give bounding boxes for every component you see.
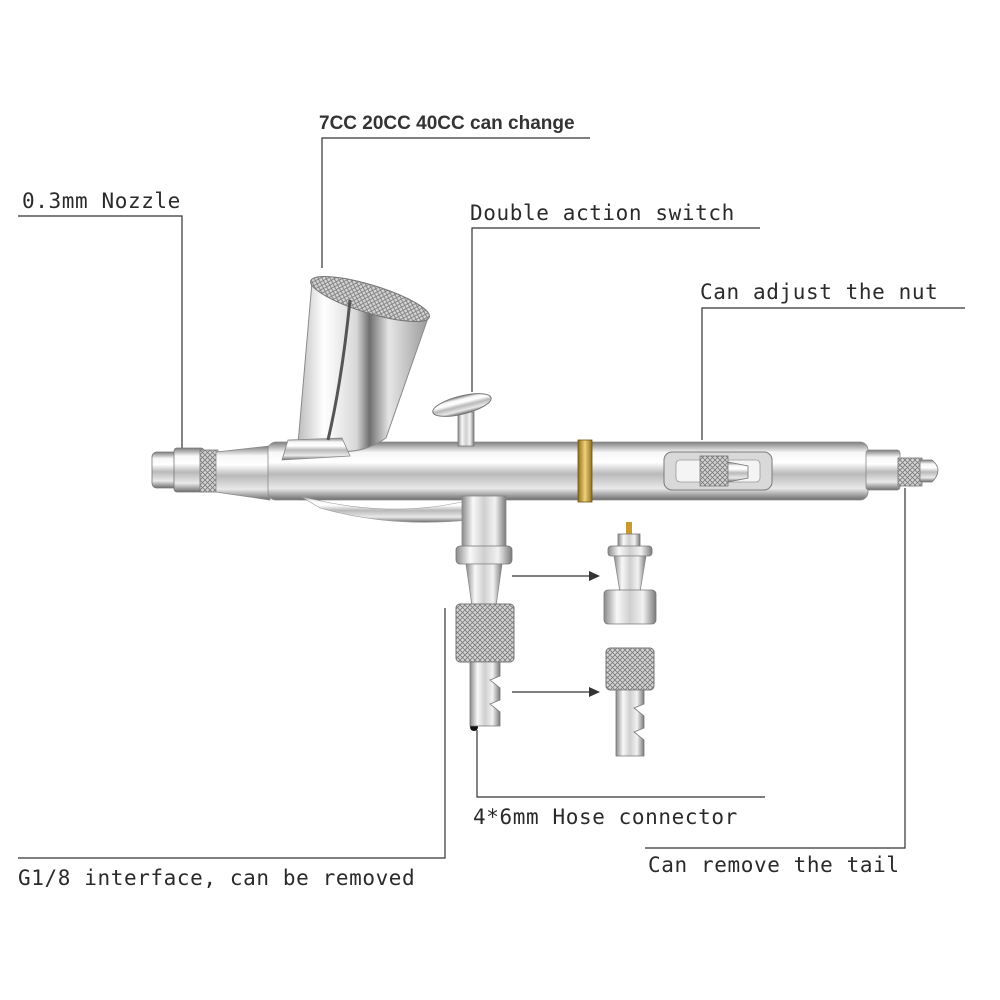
label-hose: 4*6mm Hose connector [473, 805, 738, 829]
g18-adapter-part [603, 522, 657, 625]
label-switch: Double action switch [470, 201, 735, 225]
leader-line-switch [471, 227, 760, 392]
label-nozzle: 0.3mm Nozzle [22, 189, 181, 213]
hose-connector-part [605, 647, 655, 757]
label-nut: Can adjust the nut [700, 280, 939, 304]
leader-line-hose [476, 730, 765, 798]
label-interface: G1/8 interface, can be removed [18, 866, 416, 890]
leader-line-nozzle [18, 215, 183, 452]
air-valve-assembly [455, 495, 515, 727]
leader-line-cup [321, 137, 590, 268]
airbrush-body [151, 439, 939, 523]
arrow-head-bottom [589, 687, 600, 697]
label-tail: Can remove the tail [648, 853, 900, 877]
leader-line-tail [645, 488, 906, 849]
leader-lines [18, 137, 965, 859]
trigger-button [432, 393, 492, 447]
leader-line-interface [18, 608, 446, 859]
paint-cup [281, 275, 430, 461]
leader-line-nut [701, 307, 965, 440]
label-cup: 7CC 20CC 40CC can change [319, 113, 575, 134]
arrow-head-top [589, 571, 600, 581]
